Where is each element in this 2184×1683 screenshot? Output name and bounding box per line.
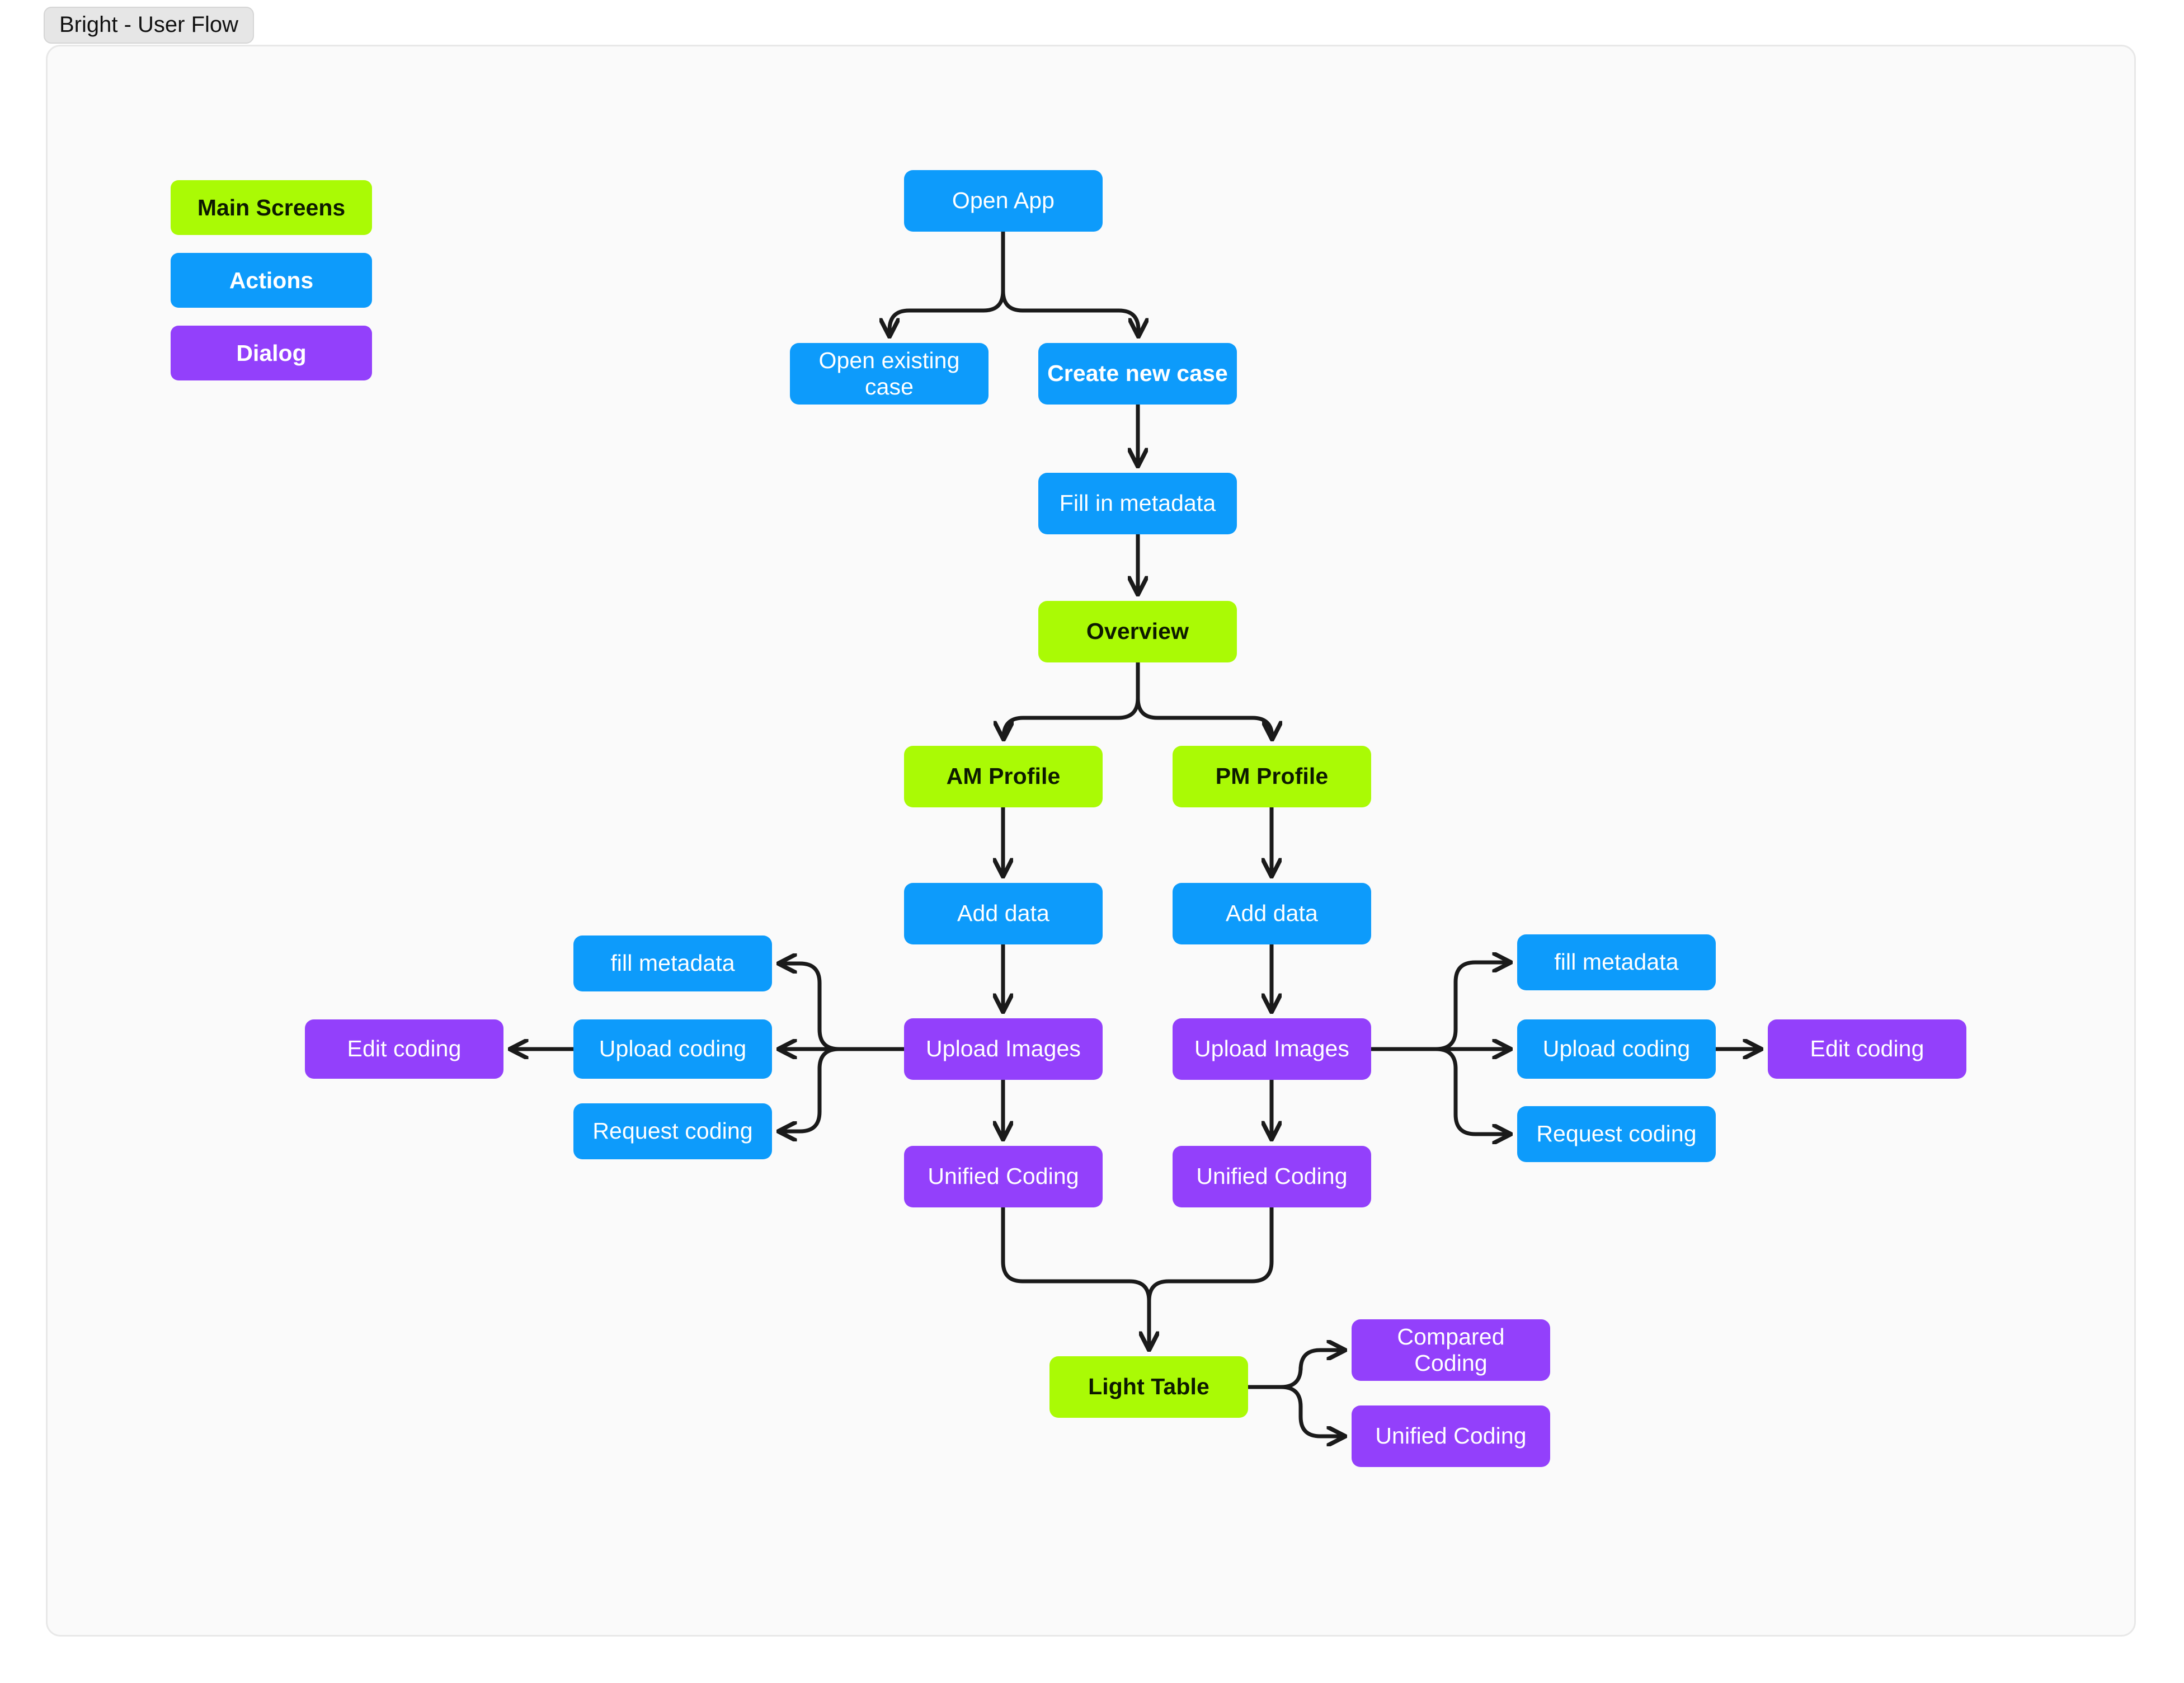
- flow-node-label: Upload Images: [925, 1036, 1081, 1062]
- flow-node-open-existing-case[interactable]: Open existing case: [790, 343, 989, 405]
- flow-node-am-request-coding[interactable]: Request coding: [573, 1103, 772, 1159]
- flow-node-label: Upload coding: [1542, 1036, 1691, 1062]
- flow-node-label: Request coding: [592, 1118, 753, 1144]
- flow-node-label: Edit coding: [1810, 1036, 1924, 1062]
- flow-node-fill-in-metadata[interactable]: Fill in metadata: [1038, 473, 1237, 534]
- legend-item-actions[interactable]: Actions: [171, 253, 372, 308]
- flow-node-pm-fill-metadata[interactable]: fill metadata: [1517, 934, 1716, 990]
- flow-node-label: Light Table: [1088, 1374, 1209, 1400]
- flow-node-open-app[interactable]: Open App: [904, 170, 1103, 232]
- flow-node-label: Create new case: [1047, 360, 1228, 387]
- flow-node-label: Unified Coding: [928, 1163, 1079, 1190]
- flow-node-label: Fill in metadata: [1059, 490, 1216, 516]
- flow-node-pm-unified-coding[interactable]: Unified Coding: [1173, 1146, 1371, 1207]
- legend-label-actions: Actions: [229, 267, 314, 293]
- flow-node-compared-coding[interactable]: Compared Coding: [1352, 1319, 1550, 1381]
- flow-node-label: Compared Coding: [1397, 1323, 1505, 1376]
- flow-node-pm-request-coding[interactable]: Request coding: [1517, 1106, 1716, 1162]
- legend-item-main-screens[interactable]: Main Screens: [171, 180, 372, 235]
- flow-node-pm-edit-coding[interactable]: Edit coding: [1768, 1019, 1966, 1079]
- flow-node-label: Unified Coding: [1196, 1163, 1348, 1190]
- flow-node-am-add-data[interactable]: Add data: [904, 883, 1103, 944]
- flow-node-label: fill metadata: [1554, 949, 1679, 975]
- flow-node-label: Edit coding: [347, 1036, 462, 1062]
- flow-node-label: AM Profile: [946, 763, 1061, 789]
- flow-node-am-unified-coding[interactable]: Unified Coding: [904, 1146, 1103, 1207]
- flow-node-am-edit-coding[interactable]: Edit coding: [305, 1019, 503, 1079]
- legend-label-main-screens: Main Screens: [197, 194, 346, 220]
- flow-node-label: Open App: [952, 187, 1055, 214]
- legend-label-dialog: Dialog: [236, 340, 307, 366]
- flow-node-label: Add data: [1226, 900, 1318, 927]
- legend-item-dialog[interactable]: Dialog: [171, 326, 372, 380]
- flow-node-label: PM Profile: [1215, 763, 1329, 789]
- window-tab-title[interactable]: Bright - User Flow: [44, 7, 255, 44]
- flow-node-label: fill metadata: [610, 950, 735, 976]
- flow-node-label: Unified Coding: [1375, 1423, 1527, 1449]
- flow-node-pm-upload-images[interactable]: Upload Images: [1173, 1018, 1371, 1080]
- flow-node-am-upload-coding[interactable]: Upload coding: [573, 1019, 772, 1079]
- flow-node-overview[interactable]: Overview: [1038, 601, 1237, 662]
- flow-node-label: Overview: [1086, 618, 1189, 645]
- flow-node-pm-upload-coding[interactable]: Upload coding: [1517, 1019, 1716, 1079]
- flow-node-label: Upload coding: [599, 1036, 747, 1062]
- flow-node-label: Add data: [957, 900, 1049, 927]
- flow-node-label: Request coding: [1536, 1121, 1697, 1147]
- flow-node-pm-profile[interactable]: PM Profile: [1173, 746, 1371, 807]
- flow-node-am-profile[interactable]: AM Profile: [904, 746, 1103, 807]
- flow-node-create-new-case[interactable]: Create new case: [1038, 343, 1237, 405]
- flow-node-light-table[interactable]: Light Table: [1049, 1356, 1248, 1418]
- flow-node-label: Open existing case: [818, 347, 960, 399]
- flow-node-lt-unified-coding[interactable]: Unified Coding: [1352, 1405, 1550, 1467]
- flow-node-am-fill-metadata[interactable]: fill metadata: [573, 935, 772, 991]
- flow-node-label: Upload Images: [1194, 1036, 1350, 1062]
- flow-node-am-upload-images[interactable]: Upload Images: [904, 1018, 1103, 1080]
- flow-node-pm-add-data[interactable]: Add data: [1173, 883, 1371, 944]
